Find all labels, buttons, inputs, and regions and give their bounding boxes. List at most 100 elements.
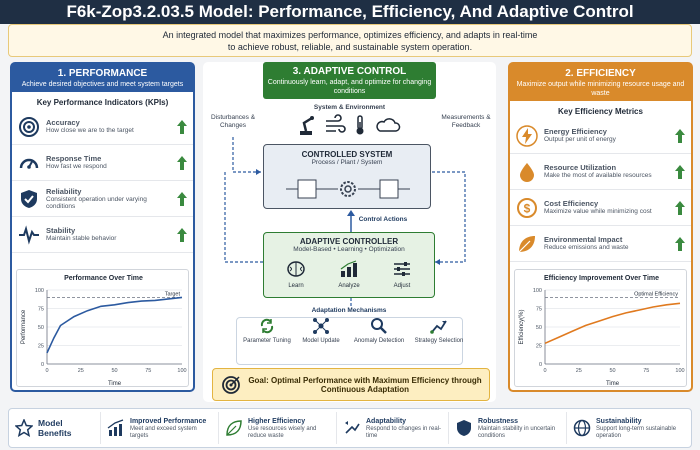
metric-desc-resource: Make the most of available resources — [544, 172, 652, 180]
goal-banner: Goal: Optimal Performance with Maximum E… — [212, 368, 490, 401]
benefit-desc: Support long-term sustainable operation — [596, 425, 677, 439]
leaf-icon — [518, 235, 535, 252]
controller-step-learn: Learn — [274, 260, 318, 289]
mechanism-model-update: Model Update — [292, 317, 350, 345]
adaptive-title: 3. ADAPTIVE CONTROL — [292, 66, 407, 77]
arrow-up-icon — [675, 200, 685, 215]
efficiency-panel: 2. EFFICIENCY Maximize output while mini… — [508, 62, 693, 392]
controller-step-label: Analyze — [338, 283, 360, 289]
arrow-up-icon — [177, 227, 187, 242]
kpi-title-response-time: Response Time — [46, 154, 102, 164]
x-tick-label: 0 — [45, 368, 48, 374]
intro-line-2: to achieve robust, reliable, and sustain… — [227, 42, 473, 52]
y-tick-label: 75 — [38, 307, 44, 313]
performance-subtitle: Achieve desired objectives and meet syst… — [21, 81, 184, 88]
metric-desc-cost: Maximize value while minimizing cost — [544, 208, 652, 216]
env-label: System & Environment — [313, 104, 386, 111]
intro-line-1: An integrated model that maximizes perfo… — [162, 30, 538, 40]
controlled-system-title: CONTROLLED SYSTEM — [301, 150, 393, 159]
pulse-icon — [19, 224, 39, 245]
adaptive-control-panel: 3. ADAPTIVE CONTROL Continuously learn, … — [203, 62, 496, 402]
metrics-title: Key Efficiency Metrics — [558, 107, 643, 116]
shield-icon — [457, 420, 471, 436]
leaf-icon — [226, 420, 242, 436]
target-label: Optimal Efficiency — [634, 291, 678, 297]
svg-text:$: $ — [524, 201, 531, 215]
x-tick-label: 100 — [675, 368, 684, 374]
arrow-up-icon — [177, 119, 187, 134]
shield-icon — [21, 189, 37, 208]
y-tick-label: 50 — [38, 325, 44, 331]
benefits-label-block: Model Benefits — [9, 412, 101, 444]
benefit-desc: Use resources wisely and reduce waste — [248, 425, 317, 439]
bar-chart-icon — [340, 260, 357, 277]
x-axis-label: Time — [108, 381, 122, 387]
water-drop-icon — [520, 162, 534, 182]
benefit-title: Sustainability — [596, 417, 642, 425]
y-axis-label: Efficiency(%) — [519, 310, 525, 345]
disturbances-label: Disturbances & Changes — [210, 114, 256, 129]
series-line — [46, 296, 183, 354]
y-tick-label: 50 — [536, 325, 542, 331]
sliders-icon — [394, 262, 410, 276]
benefit-desc: Meet and exceed system targets — [130, 425, 197, 439]
arrow-up-icon — [675, 128, 685, 143]
benefit-desc: Respond to changes in real-time — [366, 425, 442, 439]
x-tick-label: 50 — [111, 368, 117, 374]
mechanism-parameter-tuning: Parameter Tuning — [238, 317, 296, 345]
dollar-icon: $ — [517, 197, 537, 218]
target-icon — [19, 116, 39, 137]
metric-title-cost: Cost Efficiency — [544, 199, 599, 209]
controller-step-label: Learn — [288, 283, 304, 289]
page-title: F6k-Zop3.2.03.5 Model: Performance, Effi… — [0, 0, 700, 24]
benefit-title: Improved Performance — [130, 417, 207, 425]
thermometer-icon — [356, 115, 364, 135]
arrow-up-icon — [177, 155, 187, 170]
arrow-up-icon — [177, 191, 187, 206]
mechanism-label: Strategy Selection — [414, 338, 464, 344]
intro-banner: An integrated model that maximizes perfo… — [8, 24, 692, 57]
kpi-title-reliability: Reliability — [46, 186, 82, 196]
kpi-desc-stability: Maintain stable behavior — [46, 235, 117, 243]
robot-arm-icon — [300, 116, 314, 135]
benefits-label: Model Benefits — [38, 418, 72, 438]
y-tick-label: 25 — [38, 344, 44, 350]
chart-title: Efficiency Improvement Over Time — [544, 275, 659, 282]
efficiency-subtitle: Maximize output while minimizing resourc… — [516, 81, 685, 97]
network-icon — [313, 318, 329, 334]
y-tick-label: 100 — [533, 288, 542, 294]
mechanism-label: Model Update — [302, 338, 340, 344]
chart-title: Performance Over Time — [64, 275, 143, 282]
controller-step-adjust: Adjust — [380, 260, 424, 289]
benefit-title: Robustness — [478, 417, 519, 425]
metric-desc-environmental: Reduce emissions and waste — [544, 244, 629, 252]
measurements-label: Measurements & Feedback — [441, 114, 491, 129]
y-tick-label: 100 — [35, 288, 44, 294]
kpi-desc-accuracy: How close we are to the target — [46, 127, 134, 135]
gauge-icon — [19, 158, 39, 169]
kpi-title: Key Performance Indicators (KPIs) — [36, 98, 169, 107]
kpi-title-stability: Stability — [46, 226, 76, 236]
efficiency-title: 2. EFFICIENCY — [565, 68, 636, 79]
x-tick-label: 25 — [576, 368, 582, 374]
efficiency-header: 2. EFFICIENCY Maximize output while mini… — [510, 64, 691, 101]
x-axis-label: Time — [606, 381, 620, 387]
mechanisms-box — [236, 317, 463, 365]
benefit-title: Higher Efficiency — [248, 417, 306, 425]
arrow-up-icon — [675, 164, 685, 179]
mechanisms-title: Adaptation Mechanisms — [311, 307, 387, 314]
gear-icon — [340, 181, 356, 197]
refresh-icon — [260, 318, 274, 334]
metric-title-energy: Energy Efficiency — [544, 127, 607, 137]
target-icon — [222, 375, 240, 394]
